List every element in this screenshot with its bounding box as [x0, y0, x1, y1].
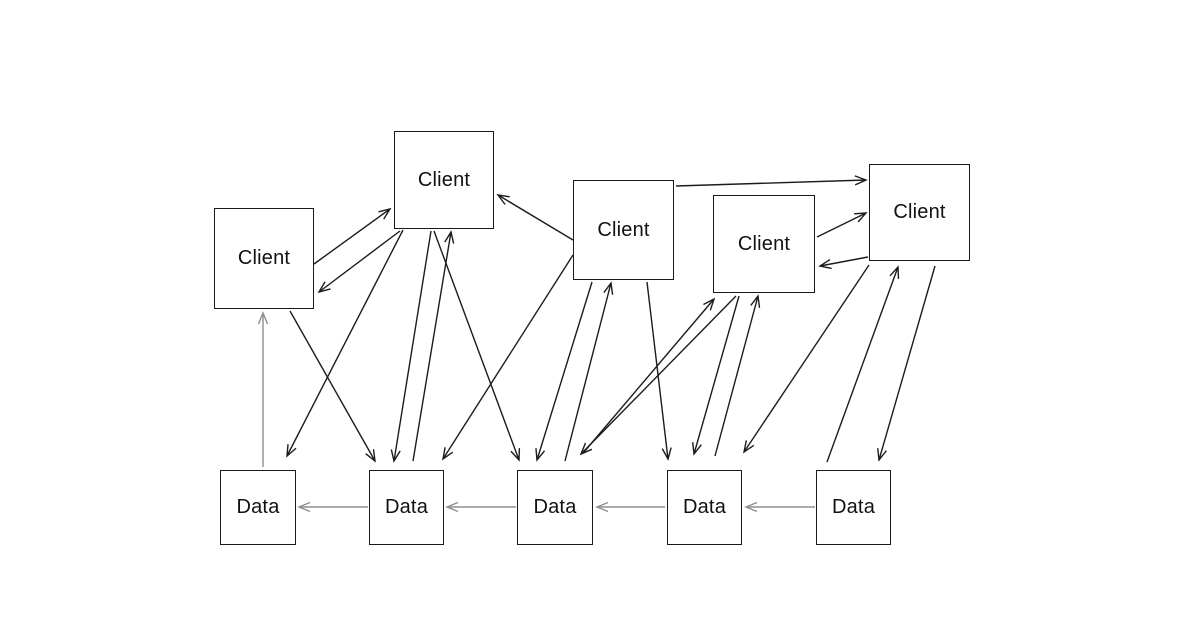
node-label: Client — [737, 232, 791, 255]
node-client1: Client — [214, 208, 314, 309]
node-data5: Data — [816, 470, 891, 545]
node-label: Data — [682, 496, 727, 518]
node-client3: Client — [573, 180, 674, 280]
node-client2: Client — [394, 131, 494, 229]
node-label: Data — [831, 496, 876, 518]
node-data2: Data — [369, 470, 444, 545]
node-label: Client — [893, 201, 946, 223]
node-label: Data — [533, 496, 577, 518]
node-label: Client — [597, 218, 650, 241]
node-client4: Client — [713, 195, 815, 293]
node-label: Data — [384, 496, 429, 518]
node-data4: Data — [667, 470, 742, 545]
node-label: Client — [237, 247, 291, 269]
node-data1: Data — [220, 470, 296, 545]
node-label: Data — [236, 496, 280, 518]
node-client5: Client — [869, 164, 970, 261]
node-label: Client — [417, 168, 471, 191]
node-data3: Data — [517, 470, 593, 545]
